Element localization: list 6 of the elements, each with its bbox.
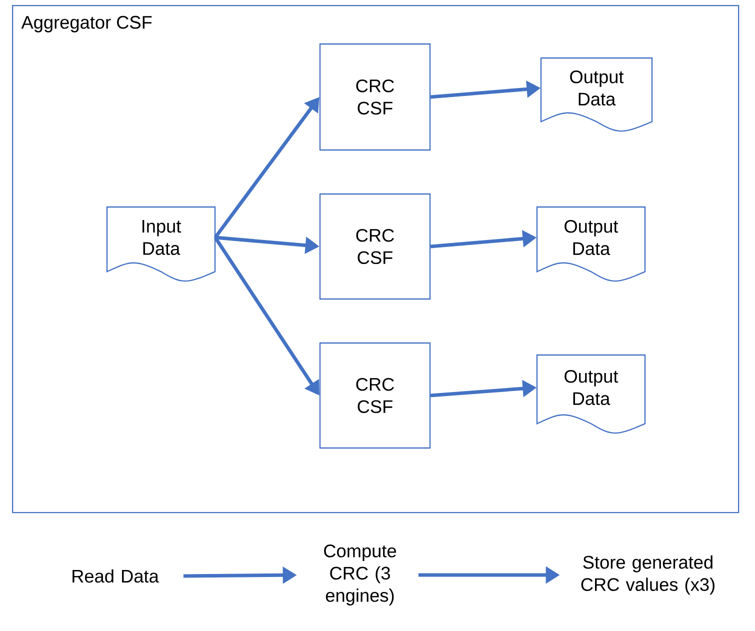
step-label: Compute CRC (3 engines) (324, 544, 396, 606)
step-label: Read Data (72, 569, 159, 583)
process-box: CRC CSF (319, 43, 431, 151)
step-label: Store generated CRC values (x3) (581, 555, 714, 595)
process-box: CRC CSF (319, 193, 431, 300)
process-box: CRC CSF (319, 342, 431, 449)
